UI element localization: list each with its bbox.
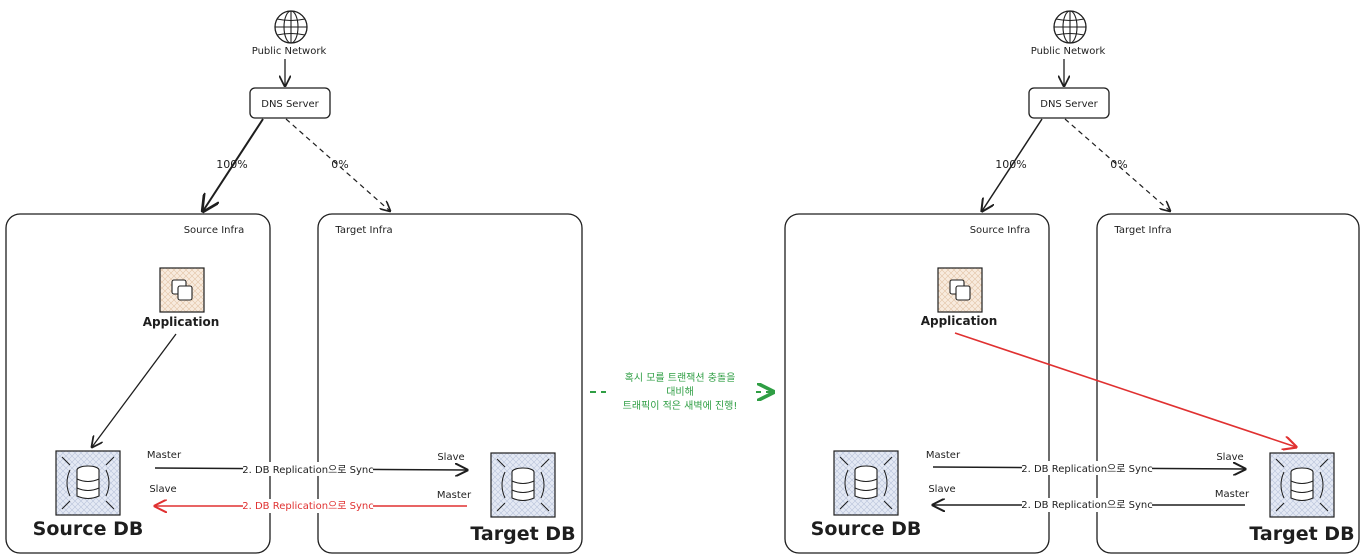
pct-target-label: 0% <box>1110 158 1127 171</box>
replication-bottom-label-bg <box>243 499 373 513</box>
transition-note-bg <box>606 368 756 413</box>
source-db-icon <box>55 450 121 516</box>
target-infra-box <box>317 213 583 554</box>
source-db-icon <box>833 450 899 516</box>
target-db-icon <box>490 452 556 518</box>
replication-top-label: 2. DB Replication으로 Sync <box>242 465 373 476</box>
target-infra-box <box>1096 213 1360 554</box>
pct-target-label: 0% <box>331 158 348 171</box>
transition-note-line-1: 혹시 모를 트랜잭션 충돌을 <box>625 371 736 384</box>
dns-to-source-arrow <box>203 118 264 211</box>
transition: 혹시 모를 트랜잭션 충돌을 대비해 트래픽이 적은 새벽에 진행! <box>590 368 773 413</box>
dns-server-label: DNS Server <box>1040 99 1098 110</box>
target-infra-label: Target Infra <box>334 225 392 236</box>
replication-top-label-bg <box>243 462 373 476</box>
dns-server-label: DNS Server <box>261 99 319 110</box>
replication-top-label: 2. DB Replication으로 Sync <box>1021 464 1152 475</box>
master-left-label: Master <box>926 450 961 461</box>
panel-after: Public Network DNS Server 100% 0% Source… <box>784 10 1360 554</box>
target-db-icon <box>1269 452 1335 518</box>
target-db-label: Target DB <box>1249 523 1354 545</box>
source-infra-box <box>5 213 271 554</box>
app-to-target-db-arrow <box>954 332 1296 447</box>
slave-left-label: Slave <box>149 484 176 495</box>
public-network-label: Public Network <box>1031 46 1106 57</box>
application-label: Application <box>921 314 998 328</box>
source-db-label: Source DB <box>33 518 144 540</box>
replication-top-label-bg <box>1022 461 1152 475</box>
slave-right-label: Slave <box>1216 452 1243 463</box>
replication-bottom-label-bg <box>1022 498 1152 512</box>
dns-to-source-arrow <box>982 118 1043 211</box>
dns-server-box <box>1028 87 1110 119</box>
target-db-label: Target DB <box>470 523 575 545</box>
target-infra-label: Target Infra <box>1113 225 1171 236</box>
source-db-label: Source DB <box>811 518 922 540</box>
master-right-label: Master <box>437 490 472 501</box>
replication-bottom-label: 2. DB Replication으로 Sync <box>1021 500 1152 511</box>
public-network-label: Public Network <box>252 46 327 57</box>
application-icon <box>159 267 205 313</box>
transition-note-line-2: 대비해 <box>666 385 694 398</box>
slave-right-label: Slave <box>437 452 464 463</box>
slave-left-label: Slave <box>928 484 955 495</box>
application-label: Application <box>143 315 220 329</box>
pct-source-label: 100% <box>216 158 247 171</box>
transition-note-line-3: 트래픽이 적은 새벽에 진행! <box>623 400 738 412</box>
master-right-label: Master <box>1215 489 1250 500</box>
globe-icon <box>1053 10 1087 44</box>
source-infra-label: Source Infra <box>184 225 245 236</box>
source-infra-label: Source Infra <box>970 225 1031 236</box>
panel-before: Public Network DNS Server 100% 0% Source… <box>5 10 583 554</box>
master-left-label: Master <box>147 450 182 461</box>
app-to-source-db-arrow <box>92 333 177 447</box>
globe-icon <box>274 10 308 44</box>
source-infra-box <box>784 213 1050 554</box>
application-icon <box>937 267 983 313</box>
dns-server-box <box>249 87 331 119</box>
replication-bottom-label: 2. DB Replication으로 Sync <box>242 501 373 512</box>
pct-source-label: 100% <box>995 158 1026 171</box>
